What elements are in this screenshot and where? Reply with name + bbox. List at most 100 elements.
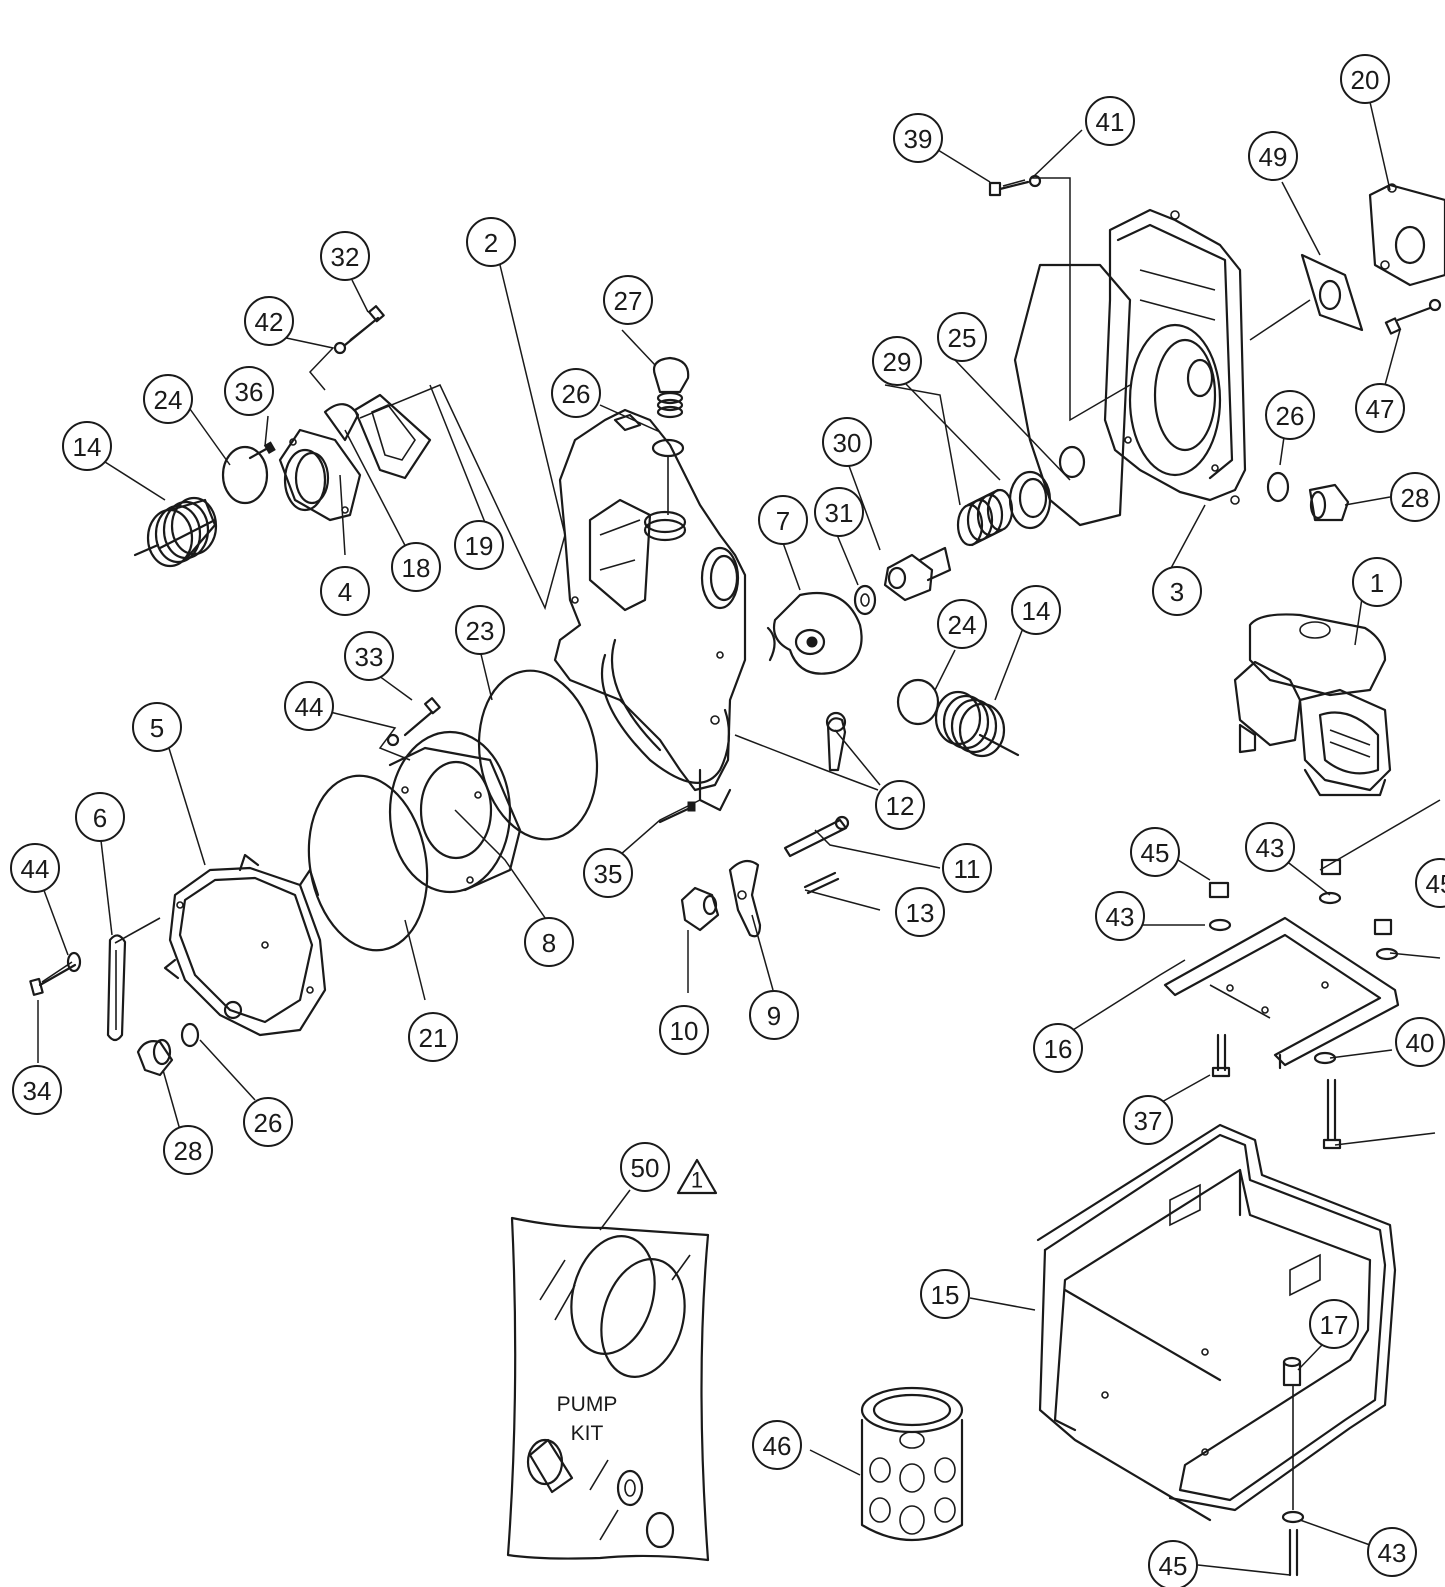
callout-number: 6 (93, 803, 107, 833)
callout-number: 42 (255, 307, 284, 337)
callout-c34: 34 (12, 1065, 62, 1115)
callout-number: 36 (235, 377, 264, 407)
callout-number: 2 (484, 228, 498, 258)
pump-kit-label-line1: PUMP (557, 1393, 618, 1416)
callout-number: 39 (904, 124, 933, 154)
callout-circle (814, 487, 864, 537)
callout-circle (875, 780, 925, 830)
callout-c40: 40 (1395, 1017, 1445, 1067)
callout-c43b: 43 (1095, 891, 1145, 941)
callout-number: 20 (1351, 65, 1380, 95)
callout-circle (1340, 54, 1390, 104)
callout-circle (620, 1142, 670, 1192)
callout-number: 45 (1141, 838, 1170, 868)
callout-circle (937, 312, 987, 362)
callout-circle (1352, 557, 1402, 607)
pump-cover (163, 853, 327, 1037)
callout-c6: 6 (75, 792, 125, 842)
callout-circle (455, 605, 505, 655)
callout-number: 33 (355, 642, 384, 672)
callout-c39: 39 (893, 113, 943, 163)
callout-circle (1148, 1540, 1198, 1587)
callout-c46: 46 (752, 1420, 802, 1470)
callout-circle (1415, 858, 1445, 908)
callout-number: 14 (73, 432, 102, 462)
callout-number: 45 (1159, 1551, 1188, 1581)
callout-number: 34 (23, 1076, 52, 1106)
callout-circle (1367, 1527, 1417, 1577)
callout-circle (143, 374, 193, 424)
callout-c26c: 26 (243, 1097, 293, 1147)
wear-plate (388, 730, 522, 894)
o-ring-24-left (221, 445, 269, 505)
callout-number: 18 (402, 553, 431, 583)
callout-number: 19 (465, 531, 494, 561)
callout-c24b: 24 (937, 599, 987, 649)
callout-c35: 35 (583, 848, 633, 898)
callout-number: 44 (295, 692, 324, 722)
callout-number: 17 (1320, 1310, 1349, 1340)
callout-circle (284, 681, 334, 731)
callout-number: 13 (906, 898, 935, 928)
bolt-34 (29, 951, 82, 996)
callout-c49: 49 (1248, 131, 1298, 181)
callout-circle (1245, 822, 1295, 872)
callout-number: 5 (150, 713, 164, 743)
callout-circle (1130, 827, 1180, 877)
callout-c2: 2 (466, 217, 516, 267)
callout-c20: 20 (1340, 54, 1390, 104)
callout-c16: 16 (1033, 1023, 1083, 1073)
gasket-19 (353, 393, 432, 480)
callout-circle (1248, 131, 1298, 181)
callout-number: 27 (614, 286, 643, 316)
callout-c3: 3 (1152, 566, 1202, 616)
fill-plug (651, 356, 690, 515)
rubber-mount (1281, 1356, 1305, 1577)
callout-circle (942, 843, 992, 893)
o-ring-23 (477, 669, 599, 841)
callout-circle (12, 1065, 62, 1115)
callout-c17: 17 (1309, 1299, 1359, 1349)
latch-bar (106, 917, 161, 1042)
callout-c12: 12 (875, 780, 925, 830)
callout-circle (659, 1005, 709, 1055)
revision-triangle-label: 1 (691, 1168, 703, 1193)
callout-c43c: 43 (1367, 1527, 1417, 1577)
callout-c9: 9 (749, 990, 799, 1040)
callout-c45a: 45 (1130, 827, 1180, 877)
screw-36 (248, 441, 276, 460)
callout-number: 3 (1170, 577, 1184, 607)
callout-number: 11 (954, 854, 981, 884)
callout-c18: 18 (391, 542, 441, 592)
callout-circle (758, 495, 808, 545)
mechanical-seal (956, 470, 1052, 547)
callout-number: 47 (1366, 394, 1395, 424)
callout-circle (895, 887, 945, 937)
callout-circle (244, 296, 294, 346)
bolt-33 (386, 697, 441, 747)
callout-number: 26 (254, 1108, 283, 1138)
callout-c32: 32 (320, 231, 370, 281)
callout-number: 26 (1276, 401, 1305, 431)
callout-c33: 33 (344, 631, 394, 681)
callout-c45b: 45 (1415, 858, 1445, 908)
callout-circle (1011, 585, 1061, 635)
impeller-nut (883, 546, 952, 602)
callout-circle (344, 631, 394, 681)
callout-number: 46 (763, 1431, 792, 1461)
pump-kit-label-line2: KIT (571, 1422, 604, 1445)
washer-31 (853, 584, 877, 616)
callout-number: 49 (1259, 142, 1288, 172)
strainer (860, 1386, 964, 1541)
callout-c11: 11 (942, 843, 992, 893)
callout-c28a: 28 (1390, 472, 1440, 522)
callout-circle (1095, 891, 1145, 941)
gasket-49 (1300, 253, 1364, 332)
callout-circle (1152, 566, 1202, 616)
callout-circle (1033, 1023, 1083, 1073)
callout-number: 37 (1134, 1106, 1163, 1136)
impeller (766, 591, 863, 675)
callout-c4: 4 (320, 566, 370, 616)
callout-c43a: 43 (1245, 822, 1295, 872)
callout-circle (320, 231, 370, 281)
